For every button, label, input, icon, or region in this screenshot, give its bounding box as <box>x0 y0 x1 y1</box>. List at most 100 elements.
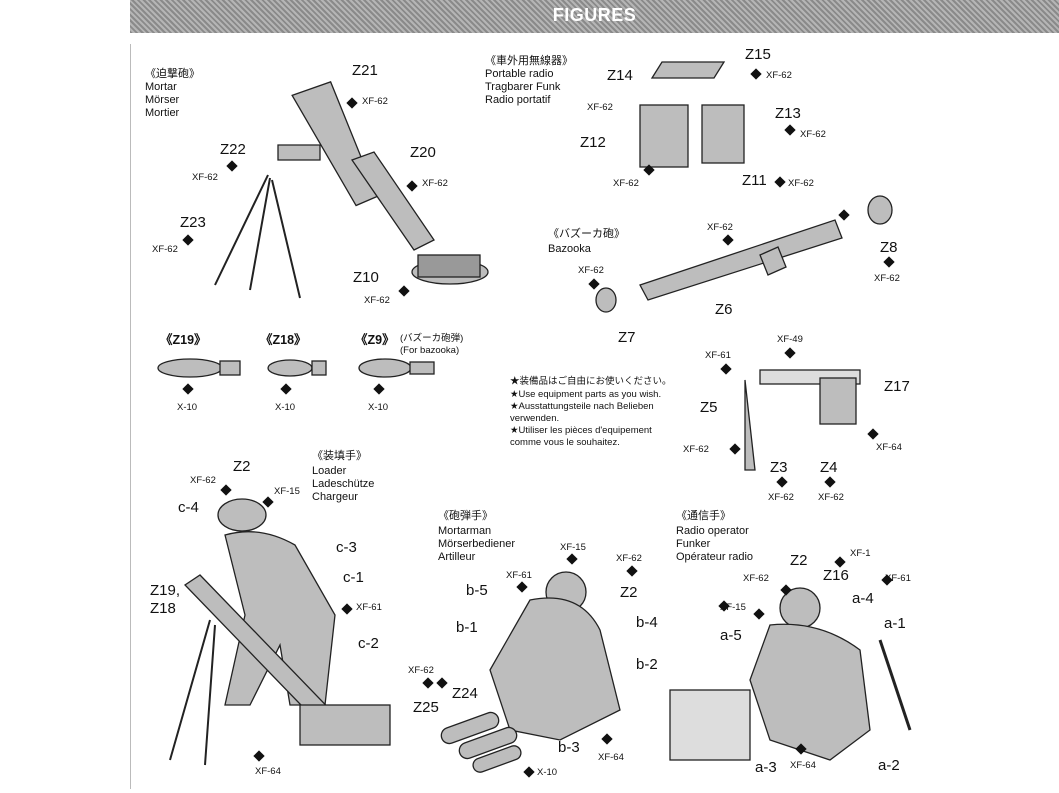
part-c1: c-1 <box>343 569 364 586</box>
radio-face-drawing <box>701 104 745 164</box>
radioop-title-en: Radio operator <box>676 525 749 537</box>
mortar-title-jp: 《迫撃砲》 <box>145 68 200 80</box>
loader-title-jp: 《装填手》 <box>312 450 367 462</box>
part-z13: Z13 <box>775 105 801 122</box>
part-z25: Z25 <box>413 699 439 716</box>
part-c4: c-4 <box>178 499 199 516</box>
part-z2: Z2 <box>620 584 638 601</box>
paint-code: XF-61 <box>506 570 532 581</box>
loader-body-drawing <box>224 531 336 706</box>
paint-code: XF-62 <box>616 553 642 564</box>
mortar-bipod-drawing <box>214 174 301 299</box>
part-c3: c-3 <box>336 539 357 556</box>
paint-code: XF-15 <box>720 602 746 613</box>
shell-z9-drawing <box>358 358 412 378</box>
part-b3: b-3 <box>558 739 580 756</box>
part-z20: Z20 <box>410 144 436 161</box>
part-z5: Z5 <box>700 399 718 416</box>
part-a1: a-1 <box>884 615 906 632</box>
paint-code: XF-61 <box>885 573 911 584</box>
header-bar: FIGURES <box>130 0 1059 33</box>
loader-helmet-drawing <box>217 498 267 532</box>
radioop-title-de: Funker <box>676 538 711 550</box>
part-z23: Z23 <box>180 214 206 231</box>
loader-title-en: Loader <box>312 465 347 477</box>
part-z11: Z11 <box>742 172 767 189</box>
shell-z18-drawing <box>267 359 313 377</box>
bazooka-title-jp: 《バズーカ砲》 <box>548 228 625 240</box>
paint-code: XF-62 <box>766 70 792 81</box>
paint-code: XF-1 <box>850 548 871 559</box>
paint-code: XF-62 <box>613 178 639 189</box>
paint-code: XF-62 <box>800 129 826 140</box>
mortar-title-en: Mortar <box>145 81 177 93</box>
shell-z19-drawing <box>157 358 223 378</box>
bazooka-title-en: Bazooka <box>548 243 591 255</box>
radioop-rifle-drawing <box>878 639 912 731</box>
paint-code: X-10 <box>275 402 296 413</box>
radio-lid-drawing <box>650 61 726 79</box>
radio-title-en: Portable radio <box>485 68 554 80</box>
paint-code: XF-61 <box>356 602 382 613</box>
equipment-note: ★Ausstattungsteile nach Belieben <box>510 401 654 412</box>
part-z21: Z21 <box>352 62 378 79</box>
part-a3: a-3 <box>755 759 777 776</box>
part-z4: Z4 <box>820 459 838 476</box>
part-z3: Z3 <box>770 459 788 476</box>
mortar-barrel-drawing <box>350 151 435 251</box>
page-title: FIGURES <box>552 5 637 25</box>
paint-code: XF-62 <box>362 96 388 107</box>
paint-code: XF-62 <box>874 273 900 284</box>
bazooka-tube-drawing <box>639 219 843 301</box>
equipment-note: verwenden. <box>510 413 560 424</box>
part-z24: Z24 <box>452 685 478 702</box>
shell-z9-note-en: (For bazooka) <box>400 345 460 356</box>
paint-code: X-10 <box>368 402 389 413</box>
mortar-baseplate-top-drawing <box>417 254 481 278</box>
paint-code: XF-62 <box>768 492 794 503</box>
part-b4: b-4 <box>636 614 658 631</box>
paint-code: XF-62 <box>707 222 733 233</box>
bazooka-grip-drawing <box>759 246 787 276</box>
radio-title-de: Tragbarer Funk <box>485 81 561 93</box>
radio-title-fr: Radio portatif <box>485 94 551 106</box>
radio-title-jp: 《車外用無線器》 <box>485 55 573 67</box>
loader-title-de: Ladeschütze <box>312 478 375 490</box>
part-z14: Z14 <box>607 67 633 84</box>
part-b1: b-1 <box>456 619 478 636</box>
paint-code: X-10 <box>537 767 558 778</box>
paint-code: XF-62 <box>408 665 434 676</box>
paint-code: XF-62 <box>364 295 390 306</box>
part-z19: Z19, <box>150 582 181 599</box>
part-z12: Z12 <box>580 134 606 151</box>
part-a5: a-5 <box>720 627 742 644</box>
paint-code: XF-15 <box>274 486 300 497</box>
mortarman-title-jp: 《砲弾手》 <box>438 510 493 522</box>
equipment-note: ★装備品はご自由にお使いください。 <box>510 376 672 387</box>
mortar-title-de: Mörser <box>145 94 180 106</box>
paint-code: X-10 <box>177 402 198 413</box>
radioop-body-drawing <box>749 623 871 761</box>
loader-baseplate-drawing <box>299 704 391 746</box>
shell-z9-note-jp: (バズーカ砲弾) <box>400 333 464 344</box>
content-frame <box>130 44 911 789</box>
mortarman-title-de: Mörserbediener <box>438 538 516 550</box>
part-z6: Z6 <box>715 301 733 318</box>
bazooka-nozzle-drawing <box>595 287 617 313</box>
bazooka-cap-drawing <box>867 195 893 225</box>
equipment-pouch-drawing <box>819 377 857 425</box>
paint-code: XF-64 <box>876 442 902 453</box>
mortarman-title-fr: Artilleur <box>438 551 476 563</box>
shell-z9-label: 《Z9》 <box>355 333 395 347</box>
part-z10: Z10 <box>353 269 379 286</box>
part-c2: c-2 <box>358 635 379 652</box>
mortar-sight-drawing <box>277 144 321 161</box>
equipment-note: ★Use equipment parts as you wish. <box>510 389 662 400</box>
paint-code: XF-15 <box>560 542 586 553</box>
part-z16: Z16 <box>823 567 849 584</box>
mortarman-shells-drawing <box>440 711 522 773</box>
part-z2: Z2 <box>790 552 808 569</box>
paint-code: XF-62 <box>578 265 604 276</box>
radioop-title-fr: Opérateur radio <box>676 551 754 563</box>
equipment-note: ★Utiliser les pièces d'equipement <box>510 425 652 436</box>
